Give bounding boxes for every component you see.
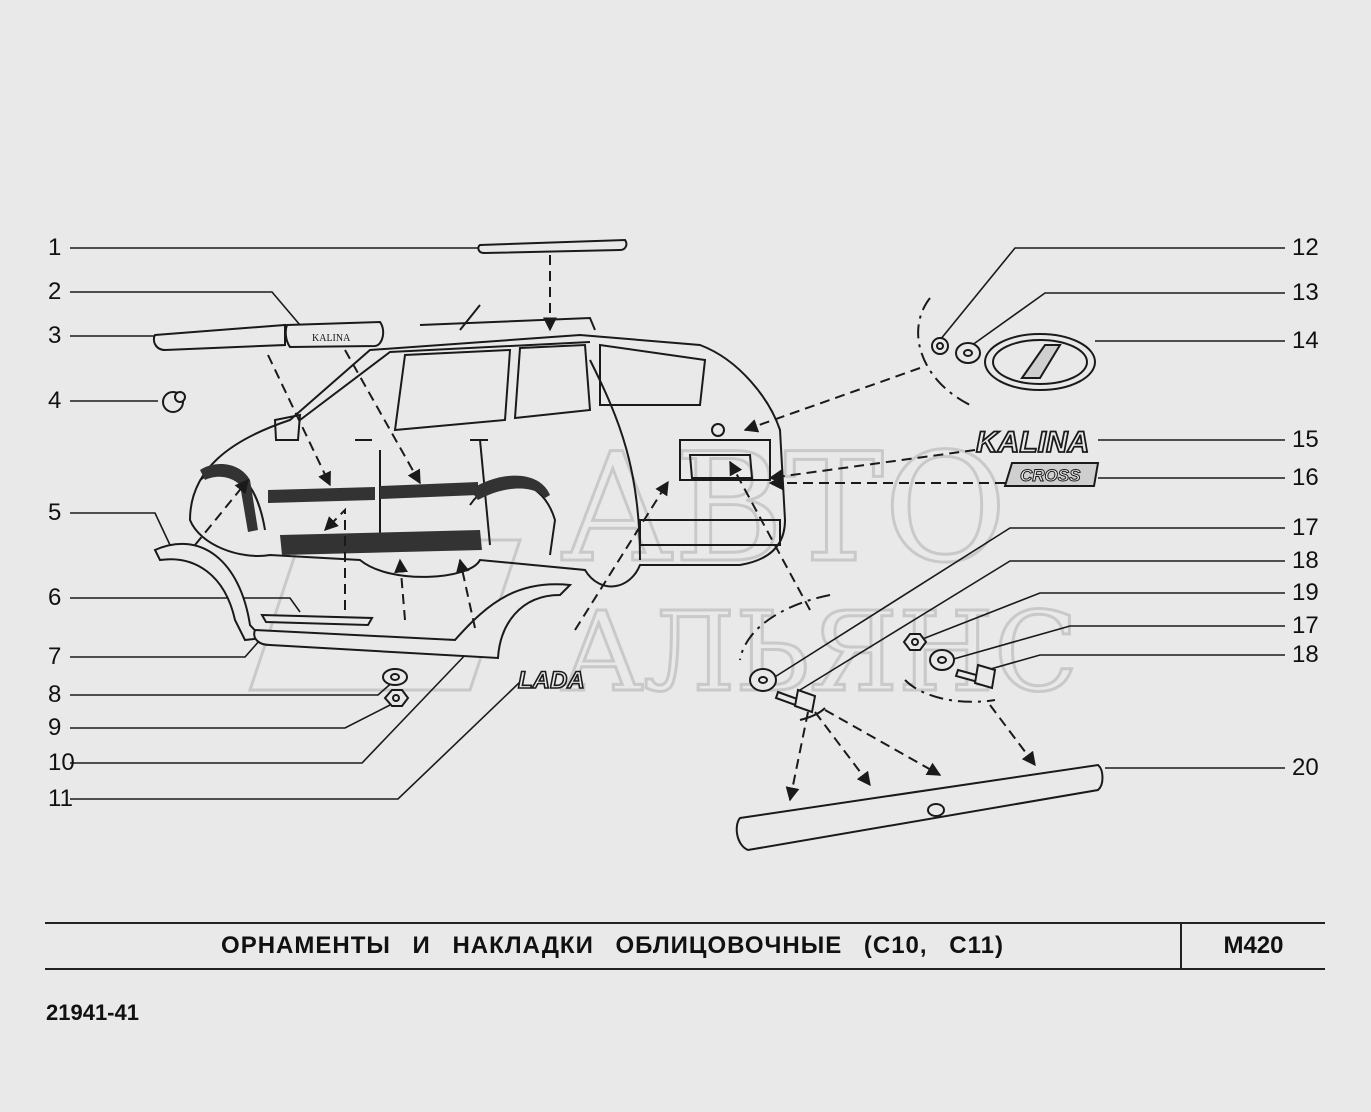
callout-12: 12 — [1292, 234, 1319, 261]
rear-arch-molding — [470, 475, 550, 500]
title-divider — [1180, 924, 1182, 968]
callout-20: 20 — [1292, 754, 1319, 781]
watermark-line2: АЛЬЯНС — [560, 588, 1078, 716]
callout-10: 10 — [48, 749, 75, 776]
callout-8: 8 — [48, 681, 62, 708]
leader-lines-left — [70, 247, 521, 800]
callout-3: 3 — [48, 322, 62, 349]
sill-molding-part — [260, 613, 374, 627]
washer-right-part — [929, 649, 955, 671]
callout-17a: 17 — [1292, 514, 1319, 541]
mounting-arc — [917, 297, 971, 406]
document-number: 21941-41 — [46, 1000, 139, 1025]
bolt-right-part — [954, 663, 997, 690]
rivet-part — [931, 337, 949, 355]
callout-16: 16 — [1292, 464, 1319, 491]
grommet-part — [955, 342, 981, 364]
clip-part — [162, 391, 186, 413]
callout-1: 1 — [48, 234, 62, 261]
callout-5: 5 — [48, 499, 62, 526]
callout-13: 13 — [1292, 279, 1319, 306]
callout-18b: 18 — [1292, 641, 1319, 668]
nut-part — [383, 689, 410, 707]
callout-19: 19 — [1292, 579, 1319, 606]
fender-molding-part — [152, 323, 286, 352]
lower-sill-molding — [280, 530, 482, 555]
leader-lines-right — [769, 247, 1285, 769]
watermark: АВТО АЛЬЯНС — [247, 421, 1080, 718]
rear-door-molding — [380, 482, 478, 499]
front-arch-molding — [200, 464, 258, 532]
mount-arc-bottom-right — [904, 679, 996, 703]
callout-7: 7 — [48, 643, 62, 670]
assembly-arrows — [194, 255, 1036, 802]
roof-spoiler-part — [477, 238, 628, 255]
side-skirt-part — [253, 583, 573, 660]
cross-emblem-text: CROSS — [1020, 466, 1081, 485]
washer-left-part — [749, 668, 777, 692]
callout-11: 11 — [48, 785, 73, 812]
callout-15: 15 — [1292, 426, 1319, 453]
callout-2: 2 — [48, 278, 62, 305]
wheel-arch-part — [153, 542, 265, 642]
callout-14: 14 — [1292, 327, 1319, 354]
cross-emblem: CROSS — [1003, 462, 1100, 487]
lada-emblem: LADA — [518, 667, 585, 694]
diagram-title: ОРНАМЕНТЫ И НАКЛАДКИ ОБЛИЦОВОЧНЫЕ (C10, … — [221, 932, 1004, 959]
nut-right-part — [902, 633, 928, 651]
trunk-trim-part — [735, 763, 1104, 852]
mount-arc-left — [739, 594, 831, 661]
mount-arc-bottom-left — [799, 707, 826, 721]
fender-badge-molding-part — [284, 320, 385, 349]
lada-logo-emblem — [984, 333, 1096, 391]
callout-17b: 17 — [1292, 612, 1319, 639]
callout-4: 4 — [48, 387, 62, 414]
title-block: ОРНАМЕНТЫ И НАКЛАДКИ ОБЛИЦОВОЧНЫЕ (C10, … — [45, 922, 1325, 970]
kalina-emblem: KALINA — [976, 426, 1089, 459]
callout-9: 9 — [48, 714, 62, 741]
front-door-molding — [268, 487, 375, 503]
washer-part — [382, 668, 408, 686]
callout-6: 6 — [48, 584, 62, 611]
callout-18a: 18 — [1292, 547, 1319, 574]
diagram-code: M420 — [1223, 932, 1284, 959]
bolt-left-part — [774, 688, 817, 714]
fender-badge-text: KALINA — [312, 333, 351, 344]
